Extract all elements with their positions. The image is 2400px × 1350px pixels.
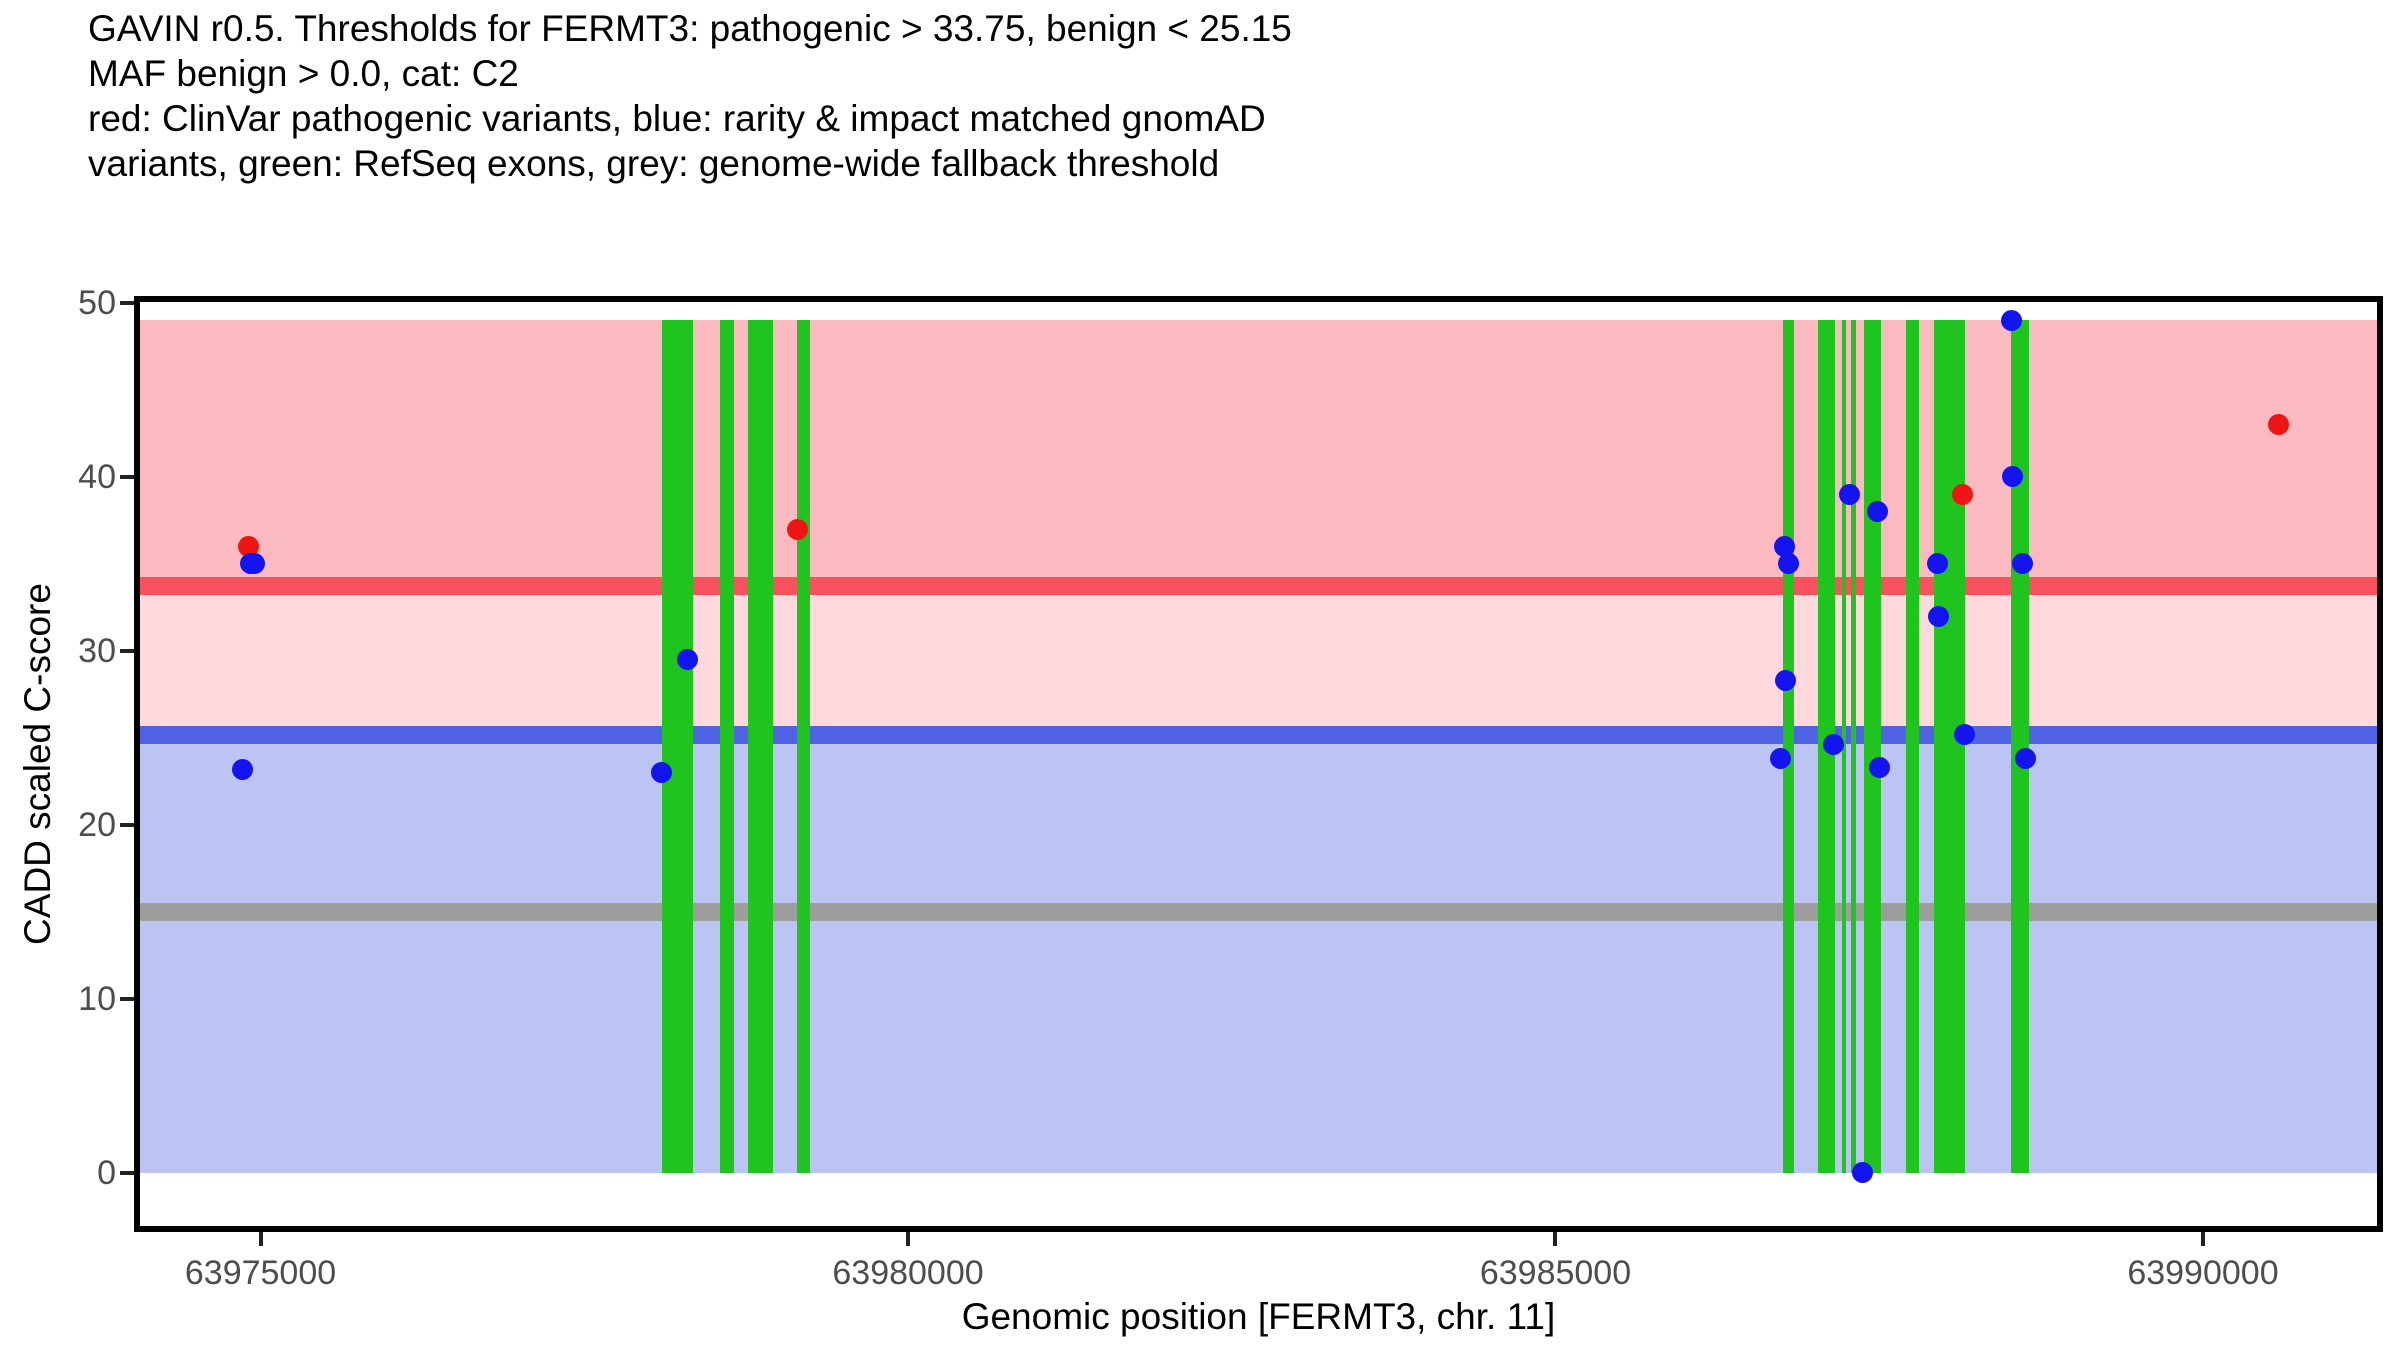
- vus-region: [137, 585, 2380, 736]
- data-point-clinvar: [2267, 414, 2289, 436]
- exon-bar: [1905, 320, 1919, 1173]
- data-point-gnomad: [2012, 553, 2034, 575]
- y-tick: [120, 996, 134, 1001]
- benign-region: [137, 735, 2380, 1173]
- data-point-gnomad: [1954, 724, 1976, 745]
- data-point-gnomad: [2015, 748, 2037, 770]
- exon-bar: [1782, 320, 1795, 1173]
- exon-bar: [2010, 320, 2030, 1173]
- data-point-gnomad: [244, 553, 266, 575]
- y-tick: [120, 648, 134, 653]
- x-tick-label: 63975000: [184, 1254, 337, 1292]
- y-tick: [120, 1170, 134, 1175]
- data-point-gnomad: [1868, 757, 1890, 779]
- y-tick: [120, 474, 134, 479]
- y-tick-label: 0: [97, 1153, 116, 1192]
- plot-panel: [134, 296, 2383, 1232]
- title-line-4: variants, green: RefSeq exons, grey: gen…: [88, 143, 1220, 184]
- data-point-gnomad: [651, 762, 673, 784]
- panel-border: [134, 296, 2383, 1232]
- data-point-clinvar: [237, 536, 259, 558]
- data-point-gnomad: [1927, 553, 1948, 575]
- exon-bar: [748, 320, 774, 1173]
- data-point-gnomad: [2002, 466, 2024, 488]
- data-point-gnomad: [1838, 483, 1860, 505]
- data-point-gnomad: [1867, 501, 1889, 523]
- data-point-gnomad: [1851, 1162, 1873, 1184]
- y-tick-label: 40: [78, 457, 116, 496]
- data-point-gnomad: [1774, 670, 1796, 692]
- exon-bar: [1863, 320, 1881, 1173]
- title-line-2: MAF benign > 0.0, cat: C2: [88, 53, 519, 94]
- y-tick: [120, 301, 134, 305]
- y-tick-label: 10: [78, 979, 116, 1018]
- data-point-gnomad: [677, 649, 699, 671]
- x-tick-label: 63980000: [832, 1254, 984, 1292]
- exon-bar: [1934, 320, 1966, 1173]
- data-point-gnomad: [1774, 536, 1796, 558]
- plot-title: GAVIN r0.5. Thresholds for FERMT3: patho…: [88, 6, 1292, 186]
- exon-bar: [661, 320, 694, 1173]
- data-point-gnomad: [1769, 748, 1791, 770]
- y-tick: [120, 822, 134, 827]
- data-point-gnomad: [1928, 605, 1950, 627]
- x-axis-title: Genomic position [FERMT3, chr. 11]: [961, 1296, 1556, 1337]
- x-tick: [906, 1232, 911, 1246]
- data-point-clinvar: [1951, 483, 1973, 505]
- y-tick-label: 20: [78, 805, 116, 844]
- x-tick-label: 63985000: [1479, 1254, 1632, 1292]
- y-tick-label: 30: [78, 631, 116, 670]
- exon-bar: [720, 320, 735, 1173]
- title-line-3: red: ClinVar pathogenic variants, blue: …: [88, 98, 1266, 139]
- x-tick-label: 63990000: [2127, 1254, 2279, 1292]
- x-tick: [1553, 1232, 1558, 1246]
- data-point-clinvar: [786, 518, 808, 540]
- x-tick: [2200, 1232, 2205, 1246]
- pathogenic-region: [137, 320, 2380, 586]
- data-point-gnomad: [1822, 734, 1844, 756]
- y-tick-label: 50: [78, 284, 116, 322]
- title-line-1: GAVIN r0.5. Thresholds for FERMT3: patho…: [88, 8, 1292, 49]
- x-tick: [258, 1232, 263, 1246]
- data-point-gnomad: [2000, 309, 2022, 331]
- data-point-gnomad: [231, 758, 253, 780]
- exon-bar: [1850, 320, 1856, 1173]
- data-point-gnomad: [1778, 553, 1800, 575]
